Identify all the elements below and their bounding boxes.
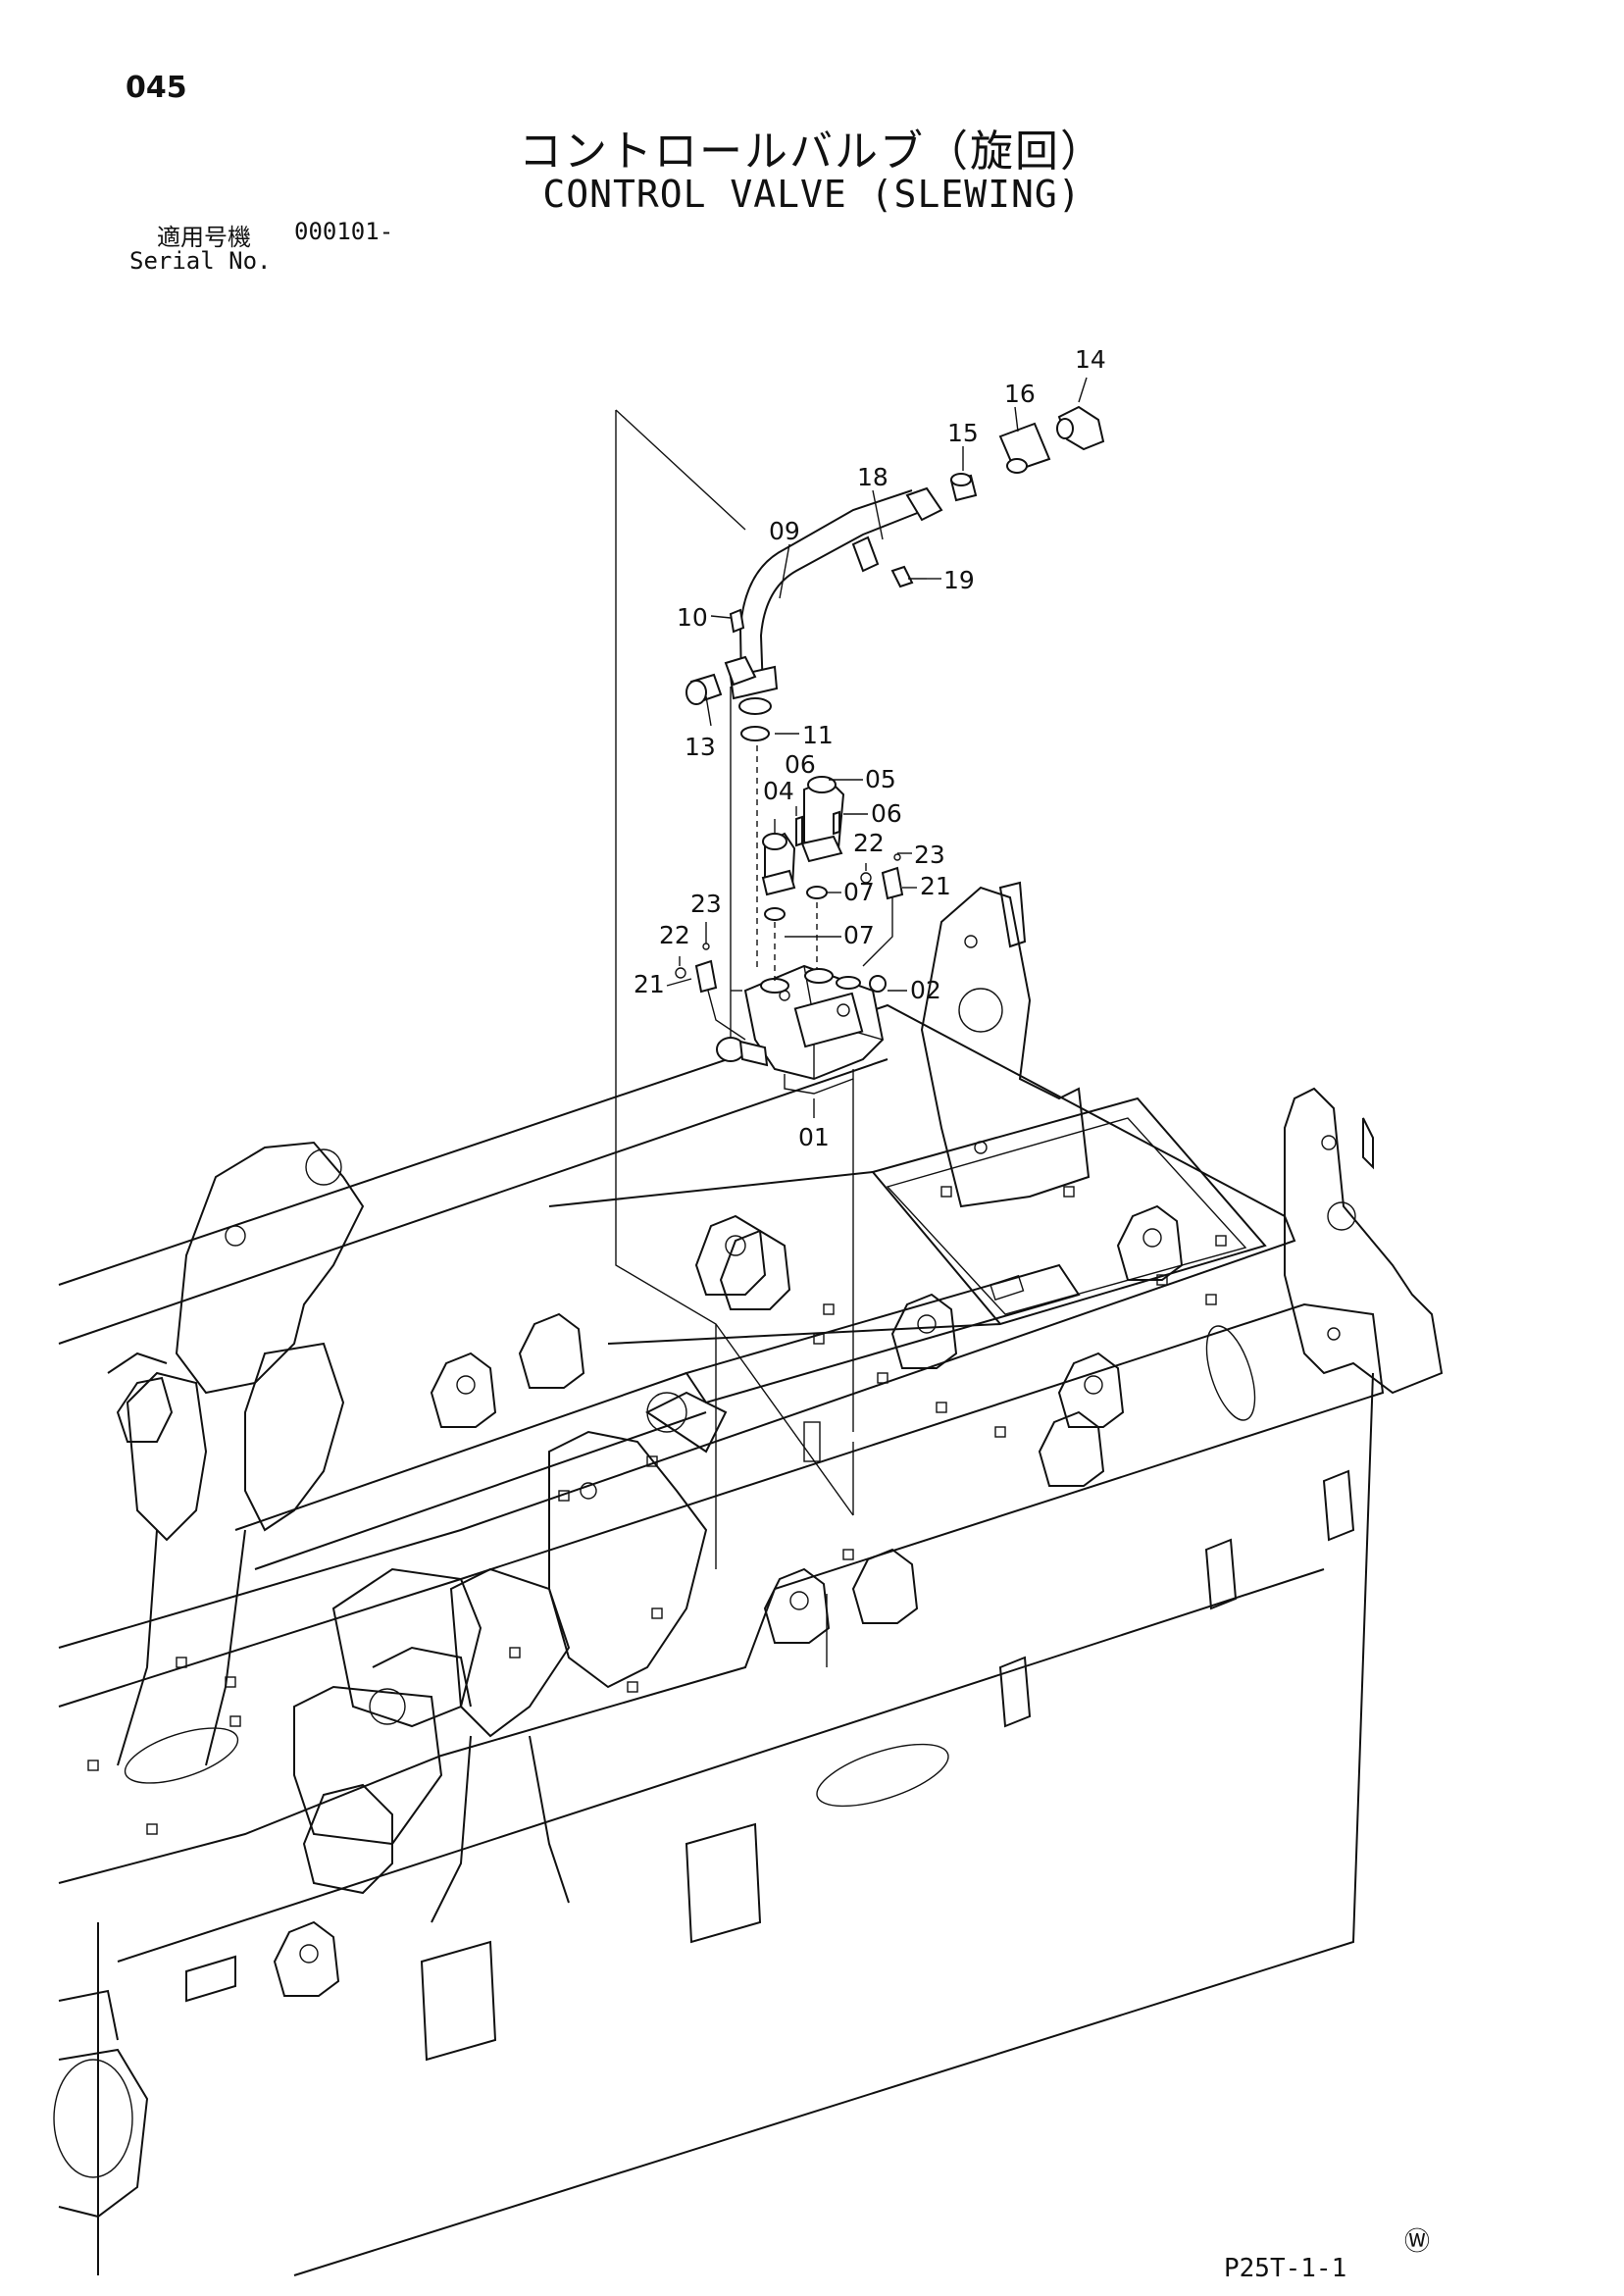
callout-21a: 21 (920, 872, 951, 900)
exploded-view-boundary (615, 409, 854, 1667)
callout-11: 11 (802, 721, 834, 749)
serial-label-japanese: 適用号機 (157, 224, 251, 251)
callout-07b: 07 (843, 921, 875, 949)
callout-22a: 22 (853, 829, 885, 857)
leader-lines (666, 377, 1088, 1118)
callout-14: 14 (1075, 345, 1106, 374)
callout-10: 10 (677, 603, 708, 632)
callout-05: 05 (865, 765, 896, 793)
callout-18: 18 (857, 463, 888, 491)
callout-01: 01 (798, 1123, 830, 1151)
serial-label-english: Serial No. (129, 247, 272, 275)
callout-13: 13 (685, 733, 716, 761)
upper-frame-structure (53, 881, 1444, 2276)
callout-21b: 21 (634, 970, 665, 998)
serial-value: 000101- (294, 218, 394, 245)
callouts: 14 16 15 18 09 19 10 13 11 06 05 04 06 2… (634, 345, 1106, 1151)
callout-23b: 23 (690, 890, 722, 918)
callout-02: 02 (910, 976, 941, 1004)
callout-23a: 23 (914, 841, 945, 869)
title-japanese: コントロールバルブ（旋回） (519, 127, 1105, 177)
w-mark-symbol: Ⓦ (1404, 2227, 1431, 2257)
callout-15: 15 (947, 419, 979, 447)
callout-06a: 06 (785, 750, 816, 779)
page-number: 045 (126, 71, 187, 105)
callout-19: 19 (943, 566, 975, 594)
callout-16: 16 (1004, 380, 1036, 408)
callout-22b: 22 (659, 921, 690, 949)
callout-06b: 06 (871, 799, 902, 828)
callout-04: 04 (763, 777, 794, 805)
title-english: CONTROL VALVE (SLEWING) (542, 173, 1082, 216)
callout-07a: 07 (843, 878, 875, 906)
control-valve-assembly (675, 405, 1105, 1095)
callout-09: 09 (769, 517, 800, 545)
figure-code: P25T-1-1 (1224, 2254, 1347, 2283)
